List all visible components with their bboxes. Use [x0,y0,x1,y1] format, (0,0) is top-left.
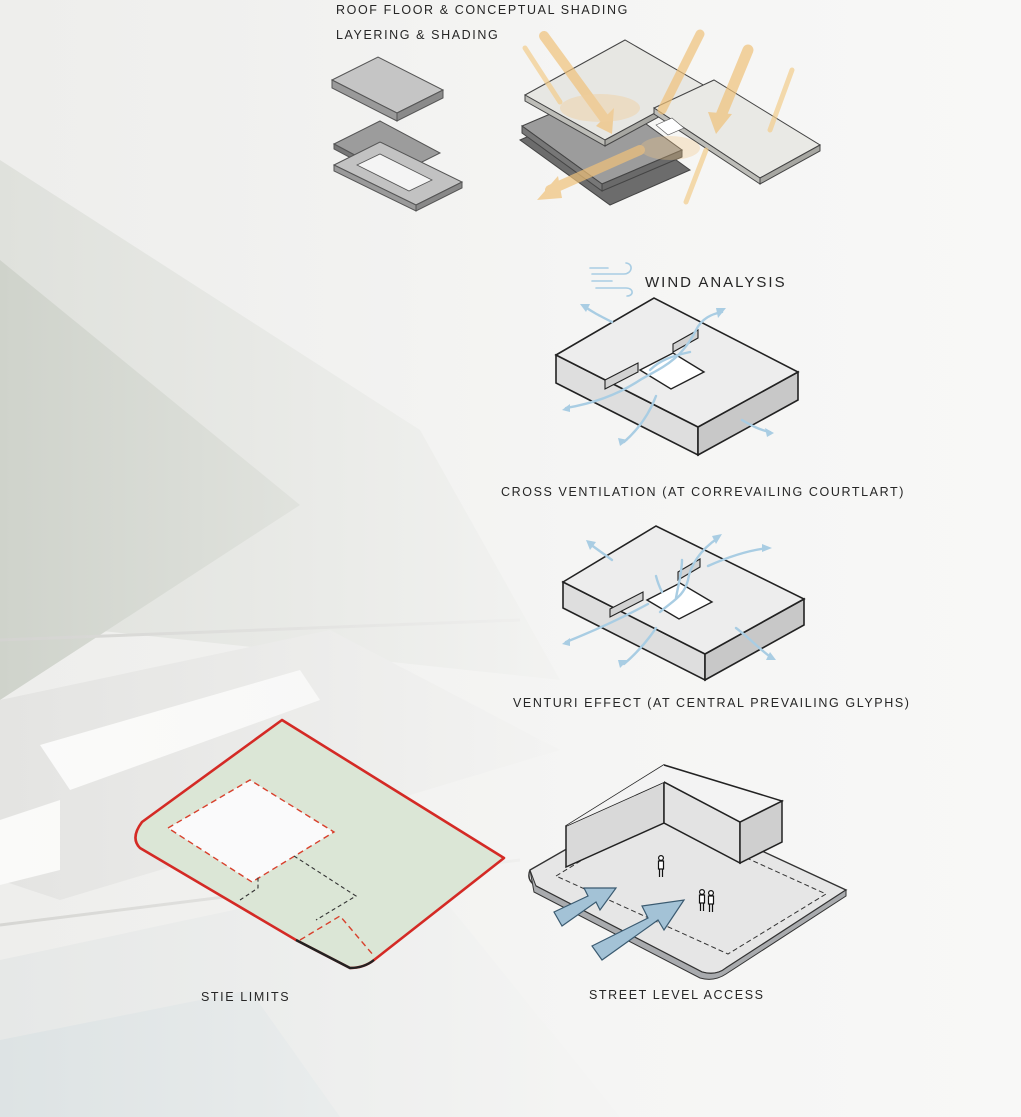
wind-icon [589,262,633,297]
person-icon [657,854,715,912]
layering-stack-diagram [330,56,464,212]
cross-ventilation-caption: CROSS VENTILATION (AT CORREVAILING COURT… [501,485,905,499]
access-arrows [553,887,686,961]
street-access-diagram [528,764,848,980]
shading-roof-diagram [518,29,821,206]
site-limits-diagram [134,718,506,970]
layering-shading-label: LAYERING & SHADING [336,28,500,42]
venturi-airflow-arrows [564,536,774,666]
venturi-effect-caption: VENTURI EFFECT (AT CENTRAL PREVAILING GL… [513,696,911,710]
street-access-caption: STREET LEVEL ACCESS [589,988,765,1002]
site-limits-caption: STIE LIMITS [201,990,291,1004]
wind-analysis-title: WIND ANALYSIS [645,274,787,291]
roof-shading-title: ROOF FLOOR & CONCEPTUAL SHADING [336,3,629,17]
sun-rays [522,29,795,205]
venturi-effect-diagram [561,525,806,682]
cross-ventilation-diagram [554,297,800,457]
